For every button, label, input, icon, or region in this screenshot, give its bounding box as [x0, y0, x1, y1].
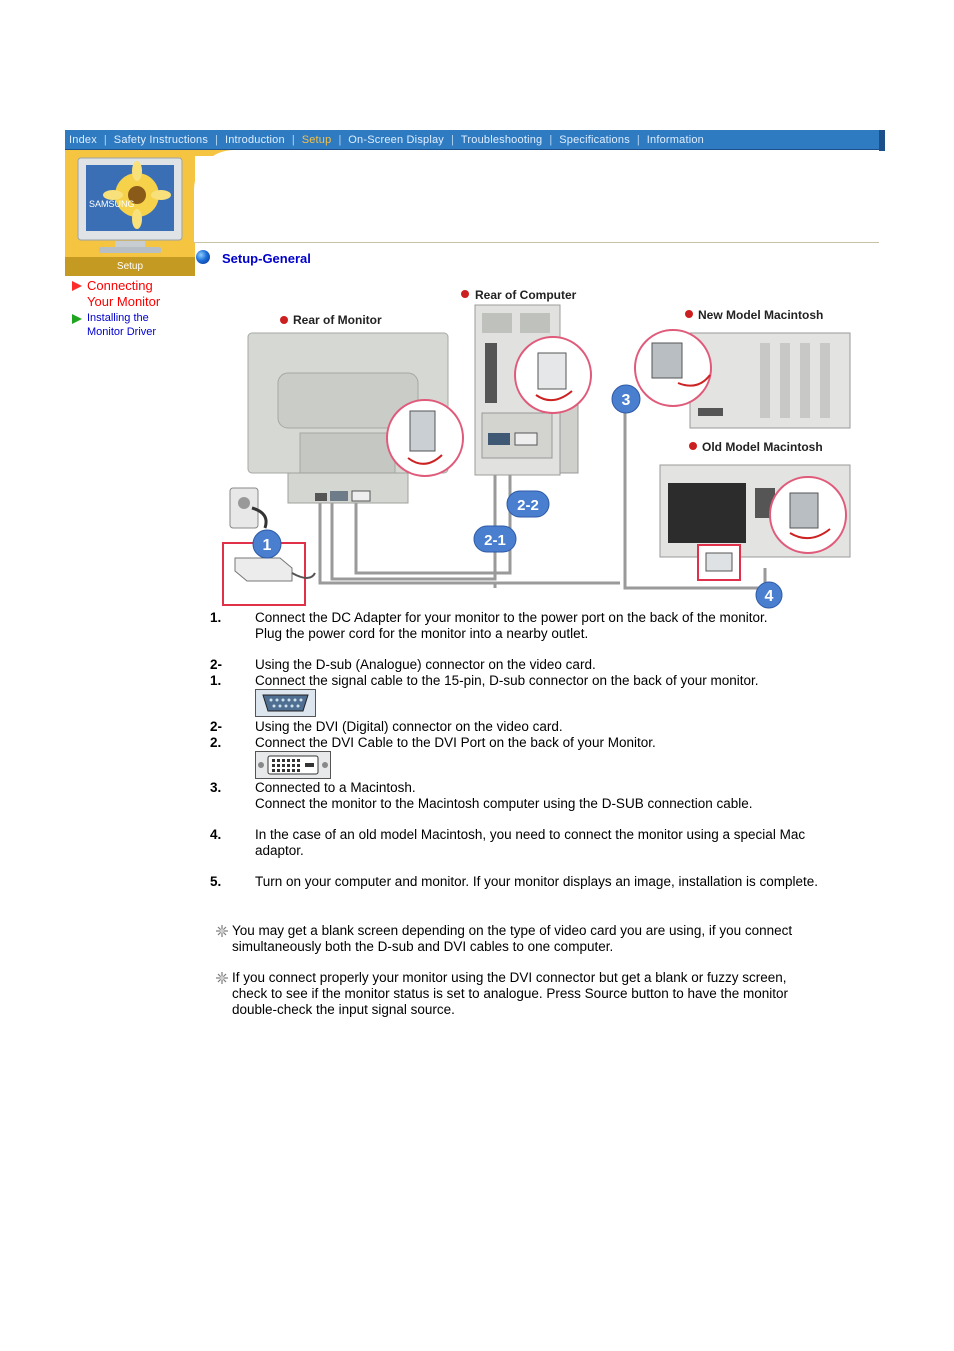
svg-text:3: 3: [622, 392, 631, 409]
step-line: Connect the signal cable to the 15-pin, …: [255, 673, 759, 688]
red-dot-icon: [280, 316, 288, 324]
nav-separator: |: [215, 133, 218, 146]
cables: [318, 403, 767, 590]
red-dot-icon: [689, 442, 697, 450]
step-number: 2-2.: [210, 719, 223, 750]
step-line: Connected to a Macintosh.: [255, 780, 416, 795]
nav-separator: |: [451, 133, 454, 146]
step-line: adaptor.: [255, 843, 304, 858]
connection-diagram: Rear of Monitor Rear of Computer: [222, 288, 851, 609]
sidebar-link-line: Monitor Driver: [87, 326, 157, 338]
nav-edge: [879, 130, 885, 149]
blue-ball-icon: [196, 250, 210, 264]
note-line: You may get a blank screen depending on …: [232, 923, 793, 938]
dvi-connector-icon: [255, 751, 331, 779]
note-line: double-check the input signal source.: [232, 1002, 455, 1017]
nav-separator: |: [549, 133, 553, 146]
step-line: Connect the monitor to the Macintosh com…: [255, 796, 753, 811]
badge-1: 1: [252, 529, 282, 559]
thumb-brand-text: SAMSUNG: [89, 199, 135, 209]
dsub-connector-zoom: [386, 399, 464, 477]
top-navigation: Index | Safety Instructions | Introducti…: [65, 130, 885, 151]
setup-badge: Setup: [65, 257, 195, 276]
red-dot-icon: [685, 310, 693, 318]
svg-text:2-1: 2-1: [484, 532, 506, 549]
label-old-mac: Old Model Macintosh: [702, 440, 823, 454]
svg-text:1: 1: [263, 537, 272, 554]
label-rear-monitor: Rear of Monitor: [293, 313, 382, 327]
nav-item-setup[interactable]: Setup: [301, 133, 332, 146]
header-content-area: [194, 150, 879, 243]
sidebar-link-connecting-monitor[interactable]: Connecting Your Monitor: [72, 278, 197, 310]
nav-item-information[interactable]: Information: [646, 133, 704, 146]
step-number: 3.: [210, 780, 222, 795]
label-rear-computer: Rear of Computer: [475, 288, 577, 302]
step-line: Using the D-sub (Analogue) connector on …: [255, 657, 596, 672]
nav-separator: |: [338, 133, 342, 146]
header-divider: [194, 242, 879, 243]
note-line: If you connect properly your monitor usi…: [232, 970, 787, 985]
dvi-connector-zoom: [514, 336, 592, 414]
step-line: Plug the power cord for the monitor into…: [255, 626, 589, 641]
green-arrow-icon: [72, 314, 82, 324]
step-line: Turn on your computer and monitor. If yo…: [255, 874, 819, 889]
badge-3: 3: [611, 384, 641, 414]
step-number: 1.: [210, 610, 222, 625]
nav-item-safety-instructions[interactable]: Safety Instructions: [113, 133, 209, 146]
nav-item-specifications[interactable]: Specifications: [559, 133, 630, 146]
power-outlet-illustration: [229, 487, 268, 529]
nav-item-introduction[interactable]: Introduction: [224, 133, 285, 146]
nav-separator: |: [636, 133, 640, 146]
badge-4: 4: [755, 581, 783, 609]
step-line: Connect the DVI Cable to the DVI Port on…: [255, 735, 656, 750]
step-line: In the case of an old model Macintosh, y…: [255, 827, 806, 842]
nav-separator: |: [103, 133, 107, 146]
old-mac-connector-zoom: [769, 476, 847, 554]
sidebar-link-line: Connecting: [87, 278, 153, 293]
nav-item-index[interactable]: Index: [69, 133, 97, 146]
nav-separator: |: [291, 133, 295, 146]
dc-adapter-illustration: [234, 557, 316, 582]
nav-item-troubleshooting[interactable]: Troubleshooting: [460, 133, 543, 146]
step-line: Connect the DC Adapter for your monitor …: [255, 610, 768, 625]
note-bullet-icon: [216, 972, 228, 984]
nav-item-on-screen-display[interactable]: On-Screen Display: [348, 133, 445, 146]
label-new-mac: New Model Macintosh: [698, 308, 823, 322]
note-line: simultaneously both the D-sub and DVI ca…: [232, 939, 614, 954]
red-dot-icon: [461, 290, 469, 298]
badge-2-1: 2-1: [473, 525, 517, 553]
note-bullet-icon: [216, 925, 228, 937]
step-number: 5.: [210, 874, 222, 889]
svg-text:4: 4: [765, 588, 774, 605]
svg-text:2-2: 2-2: [517, 497, 539, 514]
red-arrow-icon: [72, 281, 82, 291]
sidebar-link-line: Installing the: [87, 312, 149, 324]
sidebar-link-installing-driver[interactable]: Installing the Monitor Driver: [72, 311, 197, 339]
step-number: 2-1.: [210, 657, 223, 688]
dsub-connector-icon: [255, 689, 316, 717]
new-macintosh-illustration: [689, 332, 851, 429]
badge-2-2: 2-2: [506, 490, 550, 518]
step-line: Using the DVI (Digital) connector on the…: [255, 719, 563, 734]
monitor-thumbnail-image: SAMSUNG: [77, 157, 183, 253]
step-number: 4.: [210, 827, 222, 842]
section-title: Setup-General: [222, 251, 311, 266]
note-line: check to see if the monitor status is se…: [232, 986, 789, 1001]
new-mac-connector-zoom: [634, 329, 712, 407]
sidebar-link-line: Your Monitor: [87, 294, 161, 309]
